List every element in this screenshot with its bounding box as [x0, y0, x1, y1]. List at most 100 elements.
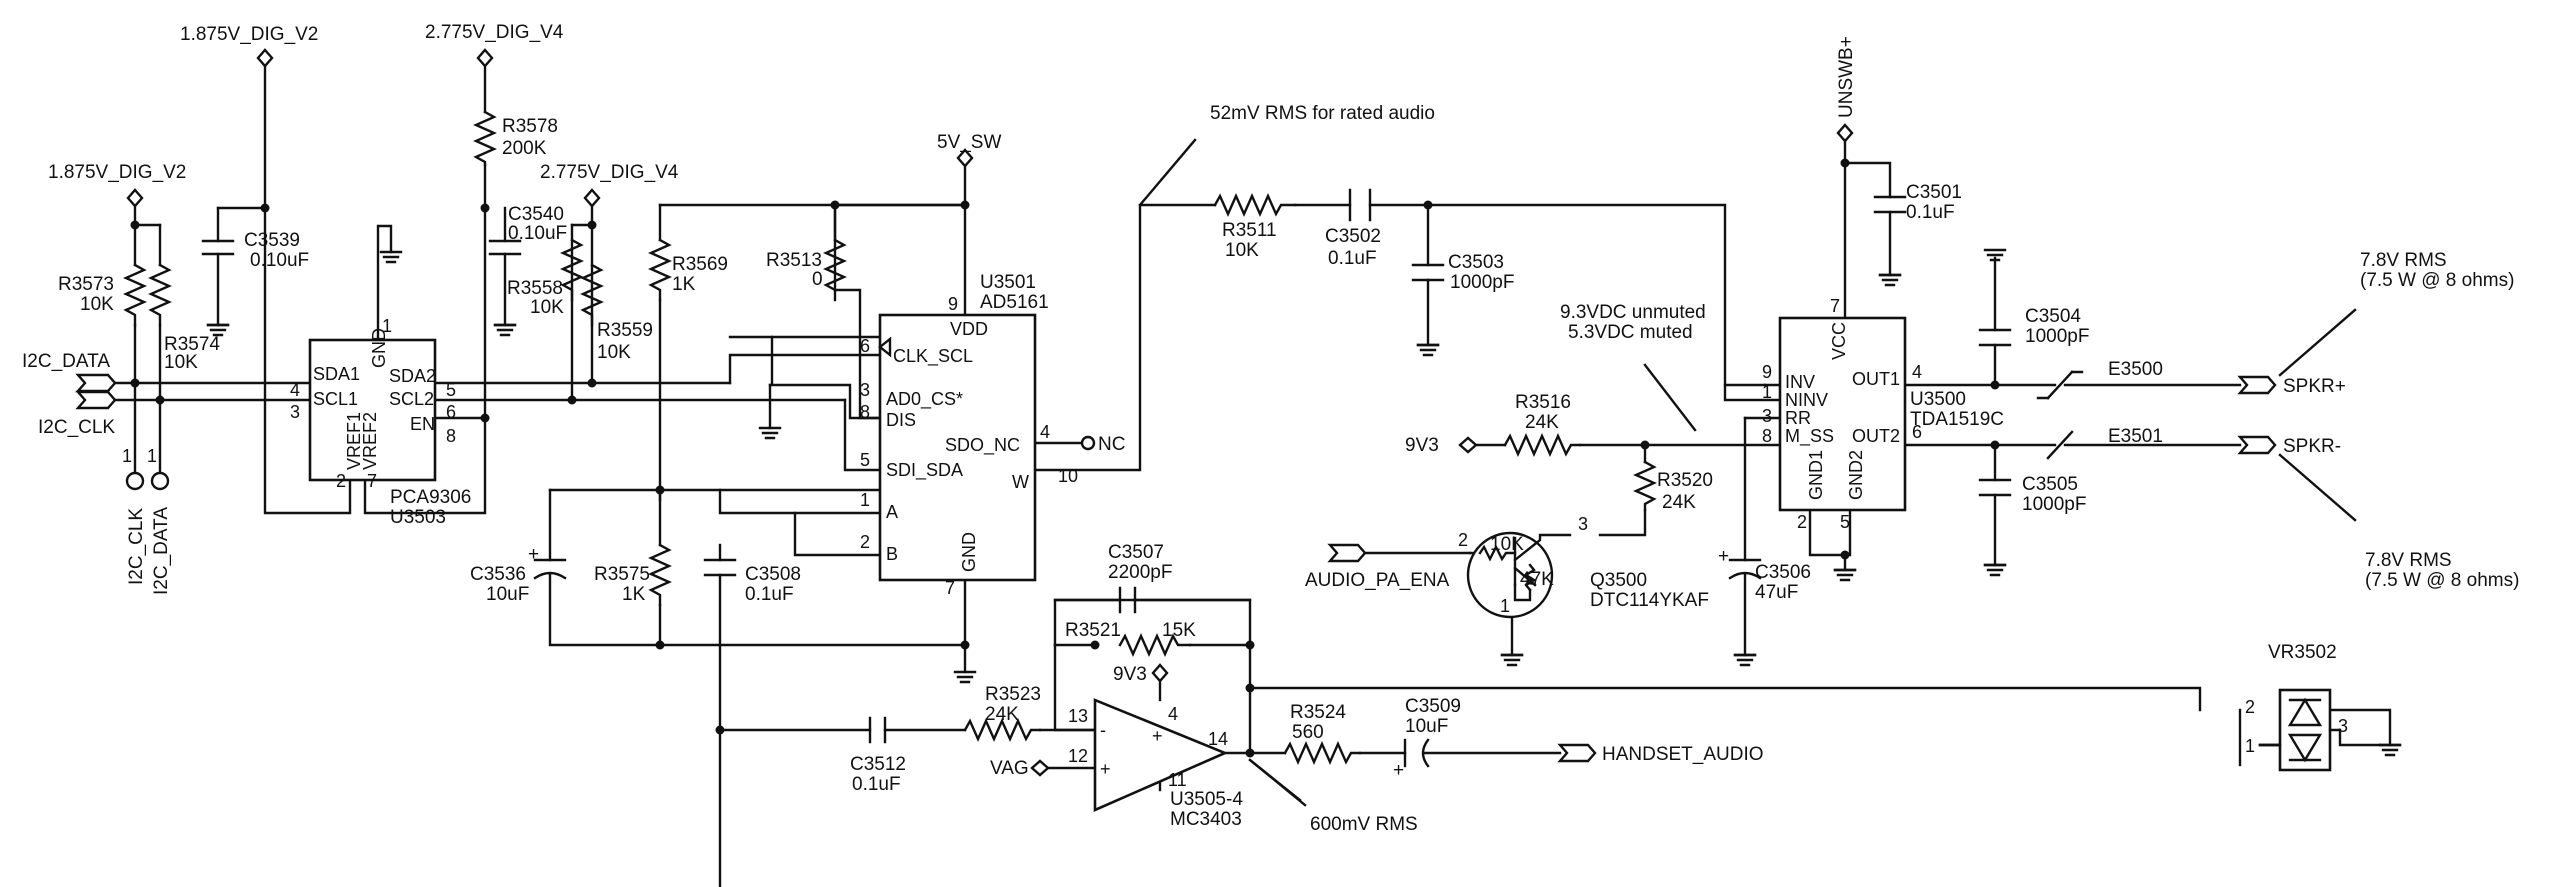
u3503-pin2: 2	[336, 471, 346, 491]
u3501-b: B	[886, 544, 898, 564]
ground-icon	[1416, 343, 1440, 357]
r3574-body	[148, 263, 172, 327]
vr3502-pin1: 1	[2245, 736, 2255, 756]
c3536-plus: +	[528, 544, 539, 565]
ground-icon	[758, 426, 782, 440]
r3520-value: 24K	[1662, 492, 1696, 513]
u3500-gnd1: GND1	[1806, 450, 1826, 500]
u3500-pin8: 8	[1762, 426, 1772, 446]
rail-2775-mid-label: 2.775V_DIG_V4	[540, 162, 679, 183]
handset-audio-label: HANDSET_AUDIO	[1602, 744, 1764, 765]
u3503-vref1: VREF1	[344, 412, 364, 470]
i2c-data-v-label: I2C_DATA	[151, 507, 172, 595]
i2c-data-port	[75, 373, 117, 393]
u3500-part: TDA1519C	[1910, 409, 2004, 430]
spkr-plus-port	[2237, 375, 2277, 395]
r3520-body	[1633, 460, 1657, 512]
u3500-inv: INV	[1785, 372, 1815, 392]
r3569-body	[648, 238, 672, 302]
c3512-value: 0.1uF	[852, 774, 901, 795]
u3501-pin8: 8	[860, 402, 870, 422]
c3505-value: 1000pF	[2022, 494, 2086, 515]
r3558-value: 10K	[530, 297, 564, 318]
opamp-pin13: 13	[1068, 706, 1088, 726]
r3558-ref: R3558	[507, 278, 563, 299]
r3524-body	[1283, 741, 1362, 765]
u3501-pin10: 10	[1058, 466, 1078, 486]
wires	[113, 56, 2402, 887]
u3501-part: AD5161	[980, 292, 1049, 313]
r3521-value: 15K	[1162, 620, 1196, 641]
c3507-body	[1118, 586, 1137, 614]
leader-lines	[1138, 138, 2357, 807]
r3573-body	[123, 263, 147, 327]
power-flags	[126, 48, 1854, 777]
u3500-gnd2: GND2	[1846, 450, 1866, 500]
opamp-pin4: 4	[1168, 704, 1178, 724]
i2c-clk-label: I2C_CLK	[38, 417, 115, 438]
r3578-value: 200K	[502, 138, 547, 159]
u3501-sdi: SDI_SDA	[886, 460, 963, 481]
opamp-pin14: 14	[1208, 729, 1228, 749]
c3502-ref: C3502	[1325, 226, 1381, 247]
ic-u3501	[878, 313, 1037, 582]
u3503-sda2: SDA2	[389, 366, 436, 386]
tp-clk-pin: 1	[122, 446, 132, 466]
opamp-pwr-plus: +	[1152, 726, 1163, 746]
ground-symbols	[206, 248, 2402, 757]
u3503-pin7: 7	[367, 471, 377, 491]
opamp-pin11: 11	[1168, 770, 1187, 790]
c3536-body	[533, 558, 567, 580]
u3501-pin7: 7	[945, 578, 955, 598]
c3502-value: 0.1uF	[1328, 248, 1377, 269]
c3501-ref: C3501	[1906, 182, 1962, 203]
r3559-value: 10K	[597, 342, 631, 363]
rail-1875-left-label: 1.875V_DIG_V2	[48, 162, 186, 183]
rail-vag-label: VAG	[990, 758, 1029, 779]
ground-icon	[1983, 563, 2007, 577]
u3503-sda1: SDA1	[313, 364, 360, 384]
r3516-value: 24K	[1525, 412, 1559, 433]
spkr-minus-label: SPKR-	[2283, 436, 2341, 457]
c3503-ref: C3503	[1448, 252, 1504, 273]
annotation-93vdc: 9.3VDC unmuted	[1560, 302, 1706, 323]
u3503-en: EN	[410, 414, 435, 434]
ground-icon	[1833, 568, 1857, 582]
rail-2775-top-label: 2.775V_DIG_V4	[425, 22, 564, 43]
r3511-value: 10K	[1225, 240, 1259, 261]
handset-audio-port	[1557, 743, 1597, 763]
ground-icon	[953, 670, 977, 684]
u3500-pin7: 7	[1830, 296, 1840, 316]
r3523-ref: R3523	[985, 684, 1041, 705]
c3509-plus: +	[1393, 760, 1404, 781]
vr3502-pin2: 2	[2245, 697, 2255, 717]
c3540-ref: C3540	[508, 204, 564, 225]
c3501-body	[1873, 195, 1907, 214]
u3503-part: PCA9306	[390, 487, 471, 508]
u3501-a: A	[886, 502, 898, 522]
tp-data-pin: 1	[147, 446, 157, 466]
r3521-body	[1118, 633, 1192, 657]
u3501-vdd: VDD	[950, 319, 988, 339]
c3539-body	[201, 239, 235, 256]
u3503-gnd: GND	[369, 328, 389, 368]
c3504-value: 1000pF	[2025, 326, 2089, 347]
r3569-value: 1K	[672, 274, 696, 295]
r3511-ref: R3511	[1222, 220, 1277, 241]
rail-5v-label: 5V_SW	[937, 132, 1001, 153]
c3503-body	[1411, 263, 1445, 282]
u3500-pin5: 5	[1840, 512, 1850, 532]
c3506-body	[1728, 558, 1762, 580]
ground-icon	[2378, 743, 2402, 757]
rail-9v3-label: 9V3	[1405, 435, 1439, 456]
c3506-ref: C3506	[1755, 562, 1811, 583]
u3501-w: W	[1012, 472, 1029, 492]
c3509-value: 10uF	[1405, 716, 1448, 737]
c3508-ref: C3508	[745, 564, 801, 585]
u3501-pin3: 3	[860, 380, 870, 400]
c3501-value: 0.1uF	[1906, 202, 1955, 223]
r3511-body	[1213, 193, 1297, 217]
c3536-ref: C3536	[470, 564, 526, 585]
test-points	[125, 471, 170, 491]
r3559-ref: R3559	[597, 320, 653, 341]
